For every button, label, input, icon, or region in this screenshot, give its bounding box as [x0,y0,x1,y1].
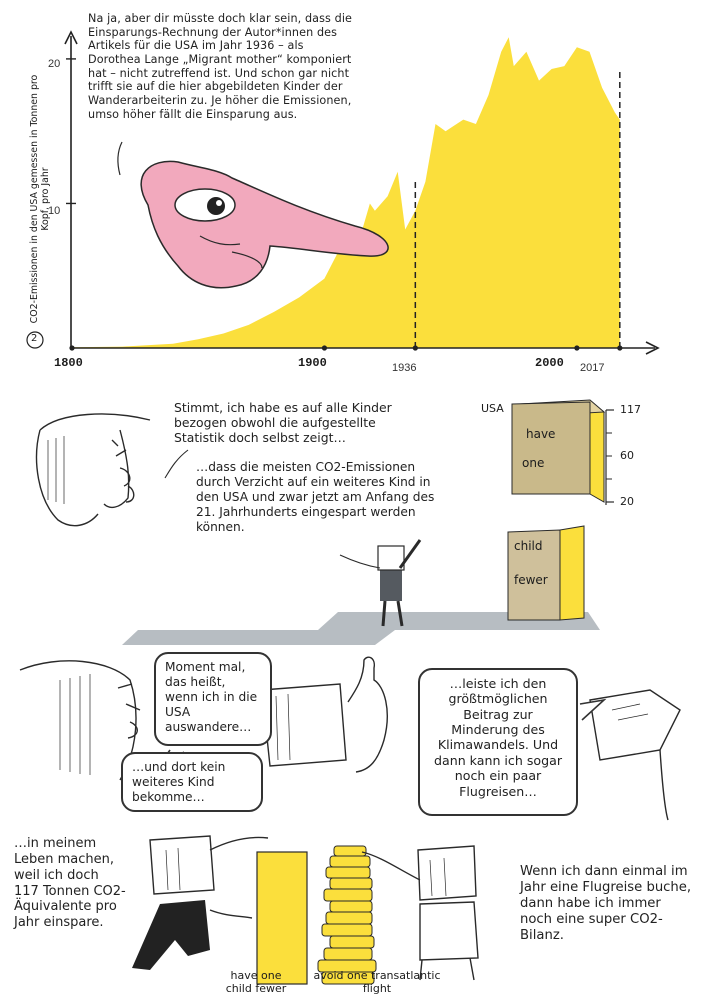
speech-tail-1 [164,449,189,479]
speech-bubble-beitrag: …leiste ich den größtmöglichen Beitrag z… [418,668,578,816]
block-top-word-2: one [522,456,545,470]
man-leaning [149,835,269,919]
y-tick-20: 20 [48,58,61,70]
speech-beitrag-text: …leiste ich den größtmöglichen Beitrag z… [434,676,562,799]
text-flugreise: Wenn ich dann einmal im Jahr eine Flugre… [520,864,692,944]
chart-speech-text: Na ja, aber dir müsste doch klar sein, d… [88,12,353,121]
caption-avoid-flight: avoid one transatlantic flight [313,969,441,995]
x-tick-2017: 2017 [580,362,605,374]
panel3-drawing [19,656,681,821]
speech-kind-text: …und dort kein weiteres Kind bekomme… [132,760,226,804]
column-child-fewer [256,851,308,985]
figure-number: 2 [31,333,38,344]
block-bottom-word-2: fewer [514,573,548,587]
y-axis-arrow [64,30,78,45]
floor-shadow-left [122,630,395,645]
speech-emissions: …dass die meisten CO2-Emissionen durch V… [196,460,435,534]
x-tick-1900: 1900 [298,356,327,370]
speech-tail-2 [339,554,381,569]
man-left-profile [19,660,141,781]
man-leaning-legs [132,900,210,970]
scale-label-117: 117 [620,403,641,416]
figure-number-circle [26,331,44,349]
man-holding-stack [361,845,479,981]
x-tick-dot-1800 [69,345,75,351]
block-top-word-1: have [526,427,556,441]
man-right-profile [589,689,681,821]
scale-label-20: 20 [620,495,634,508]
block-have-one-side [589,401,605,503]
y-axis-label: CO2-Emissionen in den USA gemessen in To… [29,74,52,324]
x-tick-2000: 2000 [535,356,564,370]
x-tick-1800: 1800 [54,356,83,370]
caption-have-one-child-fewer: have one child fewer [225,969,287,995]
x-tick-1936: 1936 [392,362,417,374]
pointing-finger-icon [117,141,389,289]
thinking-man [35,413,151,527]
x-axis-arrow [645,341,660,355]
block-have-one-front [511,401,591,495]
speech-stimmt: Stimmt, ich habe es auf alle Kinder bezo… [174,400,392,446]
pointing-man [377,539,422,627]
scale-label-60: 60 [620,449,634,462]
text-leben: …in meinem Leben machen, weil ich doch 1… [14,836,126,931]
panel2-drawing [35,399,614,645]
speech-moment-text: Moment mal, das heißt, wenn ich in die U… [165,660,258,734]
man-raised-finger [261,656,388,773]
stack-flights [317,845,377,985]
speech-bubble-moment: Moment mal, das heißt, wenn ich in die U… [154,652,272,746]
y-tick-10: 10 [48,205,61,217]
x-tick-dot-2000 [574,345,580,351]
x-tick-dot-1900 [321,345,328,351]
country-label: USA [481,402,504,415]
bubble-tail-3 [579,698,607,721]
block-child-fewer-side [559,525,585,621]
speech-bubble-kind: …und dort kein weiteres Kind bekomme… [121,752,263,812]
panel4-drawing [132,835,479,985]
emissions-chart [26,30,660,355]
emissions-area [72,37,620,348]
block-bottom-word-1: child [514,539,543,553]
